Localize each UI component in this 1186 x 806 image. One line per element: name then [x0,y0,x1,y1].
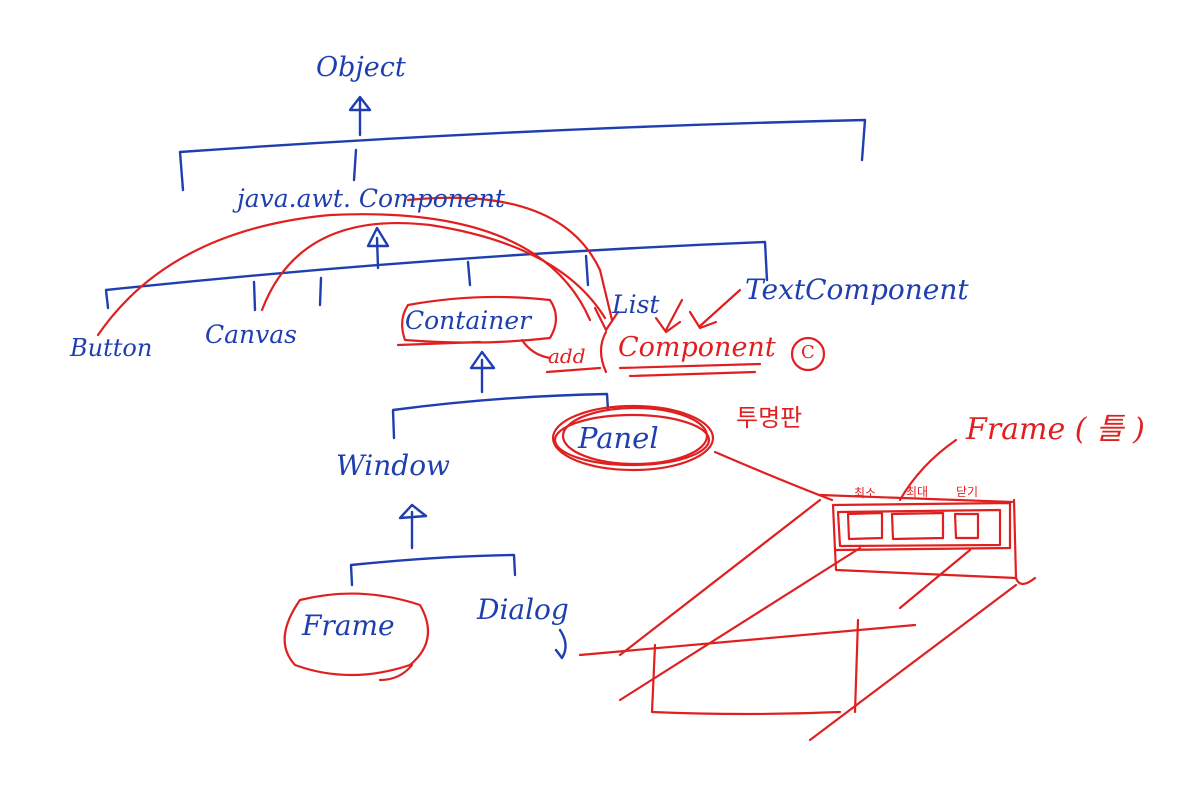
node-frame: Frame [302,609,395,642]
frame-sketch-titlebar [831,501,1012,552]
add-method-label: add [548,344,586,368]
titlebar-label-close: 닫기 [956,485,979,499]
node-component: java.awt. Component [237,184,505,213]
object-inherit-arrow [348,95,372,137]
node-panel: Panel [578,421,659,455]
add-arg-component: Component [618,332,776,363]
frame-note: Frame ( 틀 ) [966,412,1145,447]
content-area-sketch [650,643,842,716]
node-list: List [612,290,660,319]
container-inherit-arrow [469,350,496,394]
node-canvas: Canvas [205,320,297,349]
node-window: Window [336,449,451,482]
annotation-strokes [96,196,1037,742]
window-inherit-arrow [398,503,428,550]
node-dialog: Dialog [477,593,569,626]
component-children-bracket [104,240,769,310]
titlebar-label-min: 최소 [854,486,877,500]
titlebar-label-max: 최대 [906,485,929,499]
hierarchy-lines [104,95,867,660]
frame-oval [283,592,430,677]
top-bracket [178,118,867,192]
container-children-bracket [391,392,610,440]
node-container: Container [405,306,532,335]
node-button: Button [70,334,153,362]
component-inherit-arrow [366,226,390,270]
node-object: Object [316,52,406,83]
node-text-component: TextComponent [745,273,969,306]
component-to-arg-arrow [406,196,614,322]
panel-oval [551,404,715,472]
panel-note: 투명판 [736,404,803,432]
container-oval [401,295,558,344]
canvas-to-arg-arc [260,221,607,320]
circled-c-label: C [801,342,815,363]
window-children-bracket [349,553,517,587]
